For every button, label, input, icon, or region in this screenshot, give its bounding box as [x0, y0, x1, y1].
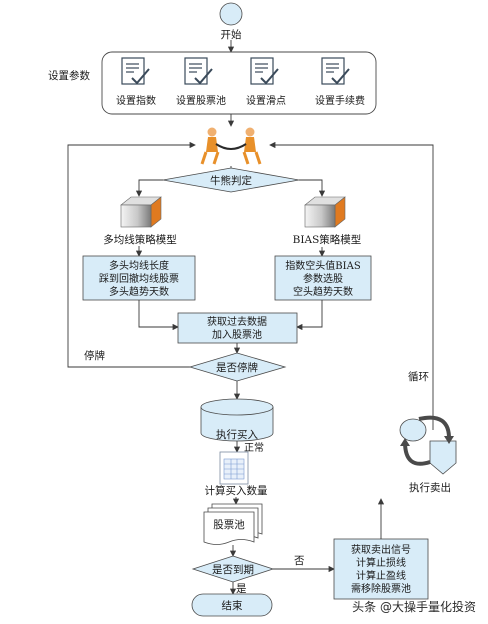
edge-judge-right [299, 179, 326, 197]
judge-label: 牛熊判定 [210, 174, 252, 187]
param-label-pool: 设置股票池 [176, 94, 226, 107]
loop-label: 循环 [408, 370, 429, 383]
edge-right-fetch [296, 300, 323, 331]
edge-suspend-return [67, 141, 196, 368]
param-label-slippage: 设置滑点 [246, 95, 286, 107]
suspend-label: 是否停牌 [216, 361, 258, 374]
yes-label: 是 [236, 583, 247, 595]
param-label-fee: 设置手续费 [315, 94, 365, 107]
tug-of-war-icon [200, 127, 262, 165]
expire-label: 是否到期 [212, 564, 254, 576]
right-param-box [274, 255, 372, 301]
param-item-fee: 设置手续费 [315, 57, 365, 107]
right-box-line-3: 空头趋势天数 [293, 285, 353, 298]
document-check-icon [121, 57, 150, 85]
fetch-line-1: 获取过去数据 [207, 315, 267, 328]
param-item-index: 设置指数 [116, 57, 156, 107]
watermark: 头条 @大操手量化投资 [352, 599, 476, 614]
sell-line-2: 计算止损线 [356, 556, 406, 569]
edge-judge-left [135, 179, 163, 197]
right-box-line-1: 指数空头值BIAS [285, 259, 361, 272]
end-node [191, 593, 273, 617]
document-check-icon [184, 57, 213, 85]
left-model-label: 多均线策略模型 [103, 233, 177, 246]
start-node [219, 2, 243, 26]
sell-line-3: 计算止盈线 [356, 569, 406, 582]
sell-line-1: 获取卖出信号 [351, 543, 411, 556]
param-item-pool: 设置股票池 [176, 57, 226, 107]
params-group [101, 51, 377, 115]
cube-icon [304, 196, 346, 228]
spreadsheet-icon [219, 451, 249, 485]
pool-label: 股票池 [213, 518, 245, 531]
right-box-line-2: 参数选股 [303, 272, 343, 285]
sell-exec-label: 执行卖出 [409, 481, 451, 494]
edge-loop-top [269, 141, 434, 430]
document-check-icon [321, 57, 350, 85]
fetch-box [177, 312, 298, 344]
sell-box [333, 538, 429, 600]
param-item-slippage: 设置滑点 [246, 57, 286, 107]
params-title: 设置参数 [48, 69, 90, 82]
cycle-process-icon [399, 415, 457, 475]
suspend-edge-label: 停牌 [84, 349, 105, 362]
param-label-index: 设置指数 [116, 94, 156, 107]
judge-diamond [162, 167, 300, 193]
right-model-label: BIAS策略模型 [293, 233, 362, 246]
left-param-box [82, 255, 196, 301]
left-box-line-1: 多头均线长度 [109, 259, 169, 272]
cube-icon [120, 196, 162, 228]
start-label: 开始 [221, 28, 242, 41]
calc-buy-label: 计算买入数量 [205, 484, 268, 497]
left-box-line-3: 多头趋势天数 [109, 285, 169, 298]
normal-label: 正常 [244, 441, 264, 454]
edge-left-fetch [138, 300, 179, 331]
left-box-line-2: 踩到回撤均线股票 [99, 272, 179, 285]
buy-cylinder [200, 398, 274, 442]
document-check-icon [250, 57, 279, 85]
fetch-line-2: 加入股票池 [212, 328, 262, 341]
stacked-documents-icon [203, 503, 263, 545]
sell-line-4: 需移除股票池 [351, 582, 411, 595]
buy-label: 执行买入 [216, 428, 258, 441]
no-label: 否 [294, 555, 305, 567]
end-label: 结束 [222, 599, 243, 612]
